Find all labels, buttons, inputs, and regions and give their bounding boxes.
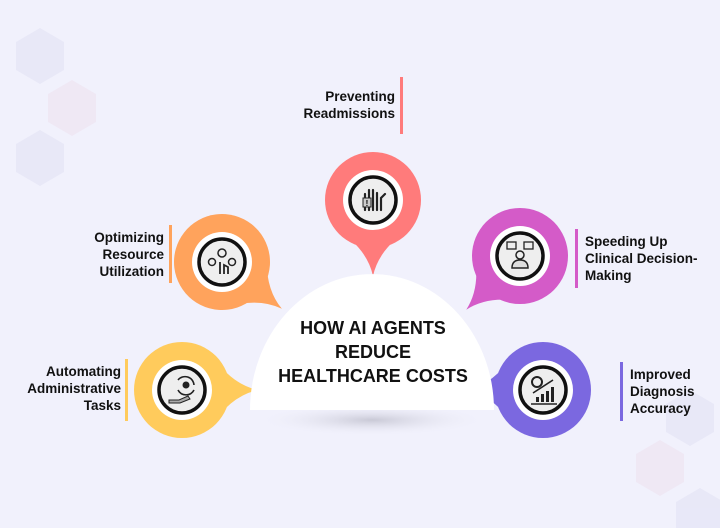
label-line: Clinical Decision- [585, 251, 698, 266]
central-hub [250, 274, 494, 410]
accent-bar [400, 77, 403, 134]
growth-chart-bulb-icon [531, 376, 557, 405]
accent-bar [169, 225, 172, 283]
label-line: Speeding Up [585, 234, 668, 249]
pin-optimizing-resource-utilization [174, 214, 282, 310]
stop-hand-icon: ! [362, 188, 387, 212]
label-line: Making [585, 268, 632, 283]
label-line: Tasks [83, 398, 121, 413]
automation-hand-icon [168, 375, 195, 404]
diagram-title: HOW AI AGENTS REDUCE HEALTHCARE COSTS [262, 316, 484, 388]
hub-shadow [257, 404, 487, 436]
accent-bar [125, 359, 128, 421]
accent-bar [575, 229, 578, 288]
label-line: Preventing [325, 89, 395, 104]
label-line: Automating [46, 364, 121, 379]
label-line: Resource [102, 247, 164, 262]
title-line: HOW AI AGENTS [300, 318, 446, 338]
label-line: Readmissions [303, 106, 395, 121]
label-speeding-up-clinical-decision-making: Speeding Up Clinical Decision- Making [576, 233, 698, 284]
title-line: HEALTHCARE COSTS [278, 366, 468, 386]
resource-gear-hand-icon [207, 248, 237, 274]
label-line: Improved [630, 367, 691, 382]
label-line: Administrative [27, 381, 121, 396]
label-line: Utilization [99, 264, 165, 279]
pin-preventing-readmissions: ! [325, 152, 421, 276]
svg-text:!: ! [366, 199, 369, 208]
title-line: REDUCE [334, 342, 411, 362]
accent-bar [620, 362, 623, 421]
label-line: Diagnosis [630, 384, 695, 399]
label-line: Accuracy [630, 401, 691, 416]
decision-person-icon [506, 241, 534, 269]
background-hexagons [16, 28, 720, 528]
pin-automating-administrative-tasks [134, 342, 258, 438]
pin-speeding-up-clinical-decision-making [466, 208, 568, 310]
label-line: Optimizing [94, 230, 164, 245]
